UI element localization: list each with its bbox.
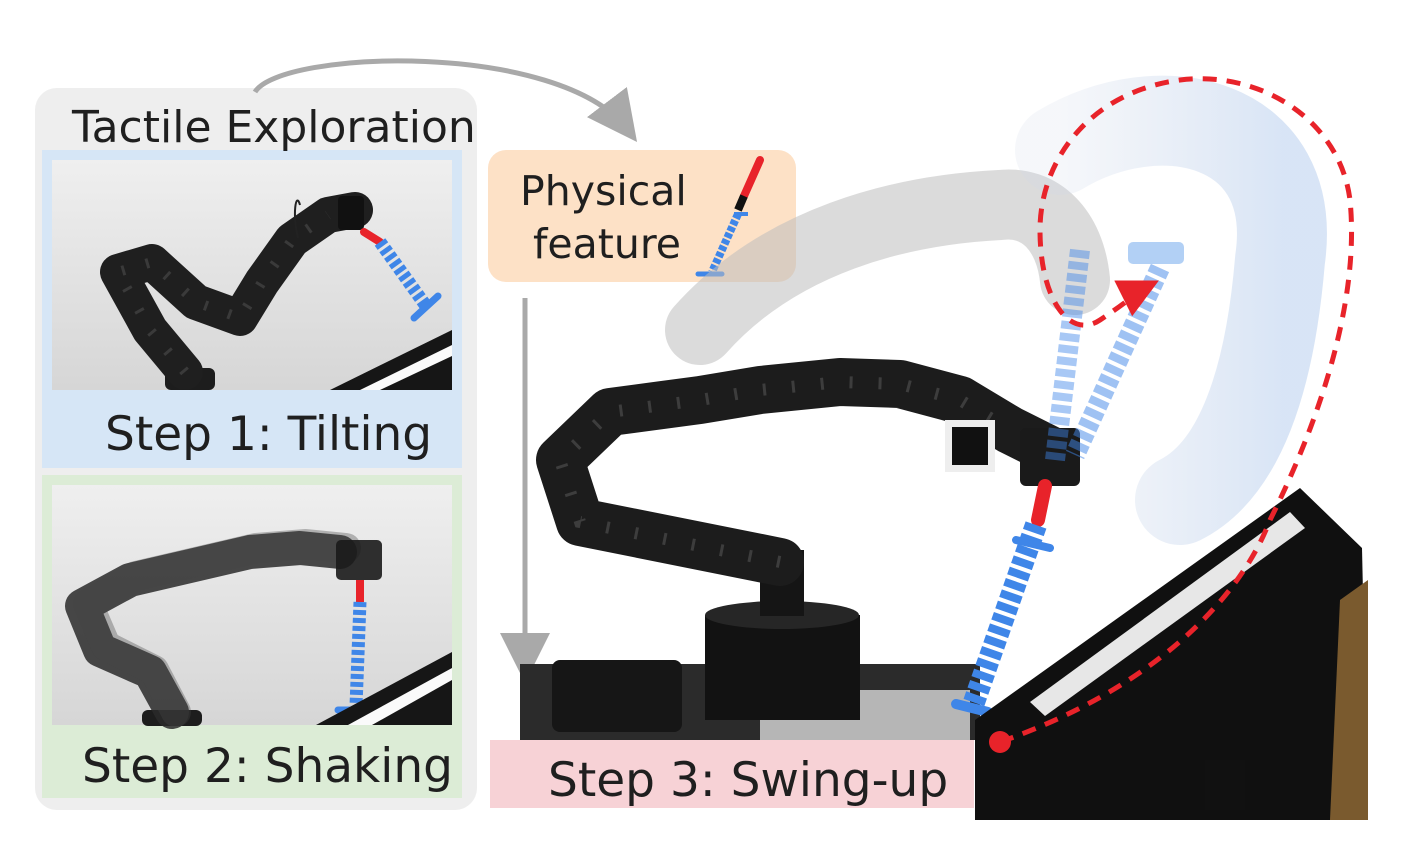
step1-robot-arm-illustration [100,192,442,390]
swing-trajectory [999,76,1355,745]
step3-label: Step 3: Swing-up [548,753,948,808]
step3-panel [490,740,974,808]
exploration-to-feature-arrow [252,58,638,142]
step1-label: Step 1: Tilting [105,407,432,462]
swingup-scene-illustration [520,75,1368,820]
step1-tray [330,330,452,390]
physical-feature-line2: feature [533,220,681,268]
trajectory-start-dot [989,731,1011,753]
step2-tray [316,652,452,725]
tool-icon [695,156,764,277]
step2-robot-arm-illustration [65,529,382,729]
step2-label: Step 2: Shaking [82,739,453,794]
tactile-exploration-title: Tactile Exploration [71,102,476,153]
physical-feature-line1: Physical [520,167,687,215]
